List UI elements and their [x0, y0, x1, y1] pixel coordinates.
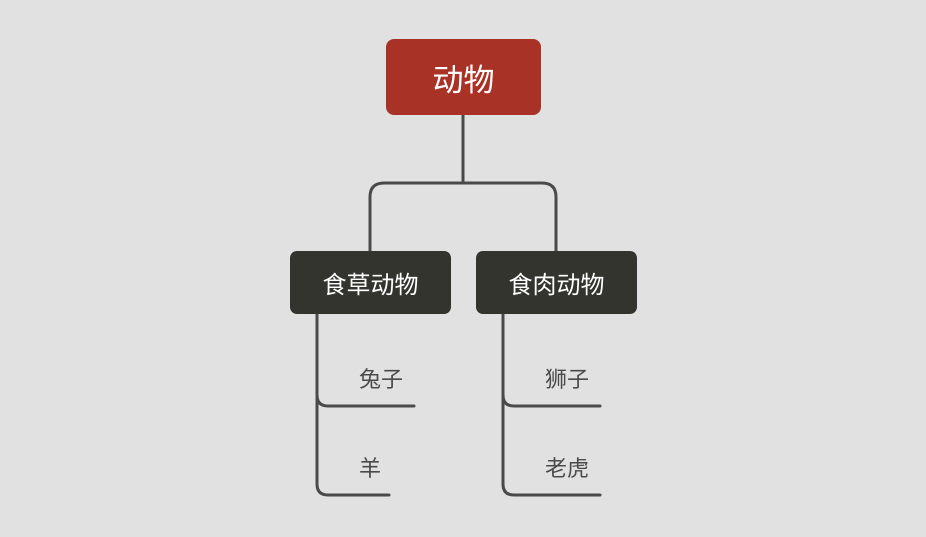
leaf-node-rabbit[interactable]: 兔子	[359, 368, 404, 393]
root-branch-right-connector	[461, 181, 558, 253]
branch-label: 食草动物	[322, 271, 419, 299]
branch-right-leaf-2-connector	[501, 393, 602, 497]
leaf-node-sheep[interactable]: 羊	[359, 457, 382, 482]
leaf-node-lion[interactable]: 狮子	[545, 368, 590, 393]
leaf-node-tiger[interactable]: 老虎	[545, 457, 590, 482]
branch-label: 食肉动物	[508, 271, 605, 299]
branch-node-herbivore[interactable]: 食草动物	[290, 251, 451, 314]
branch-node-carnivore[interactable]: 食肉动物	[476, 251, 637, 314]
root-branch-left-connector	[368, 181, 465, 253]
branch-left-leaf-2-connector	[315, 393, 391, 497]
root-label: 动物	[432, 62, 495, 99]
root-node[interactable]: 动物	[386, 39, 541, 115]
